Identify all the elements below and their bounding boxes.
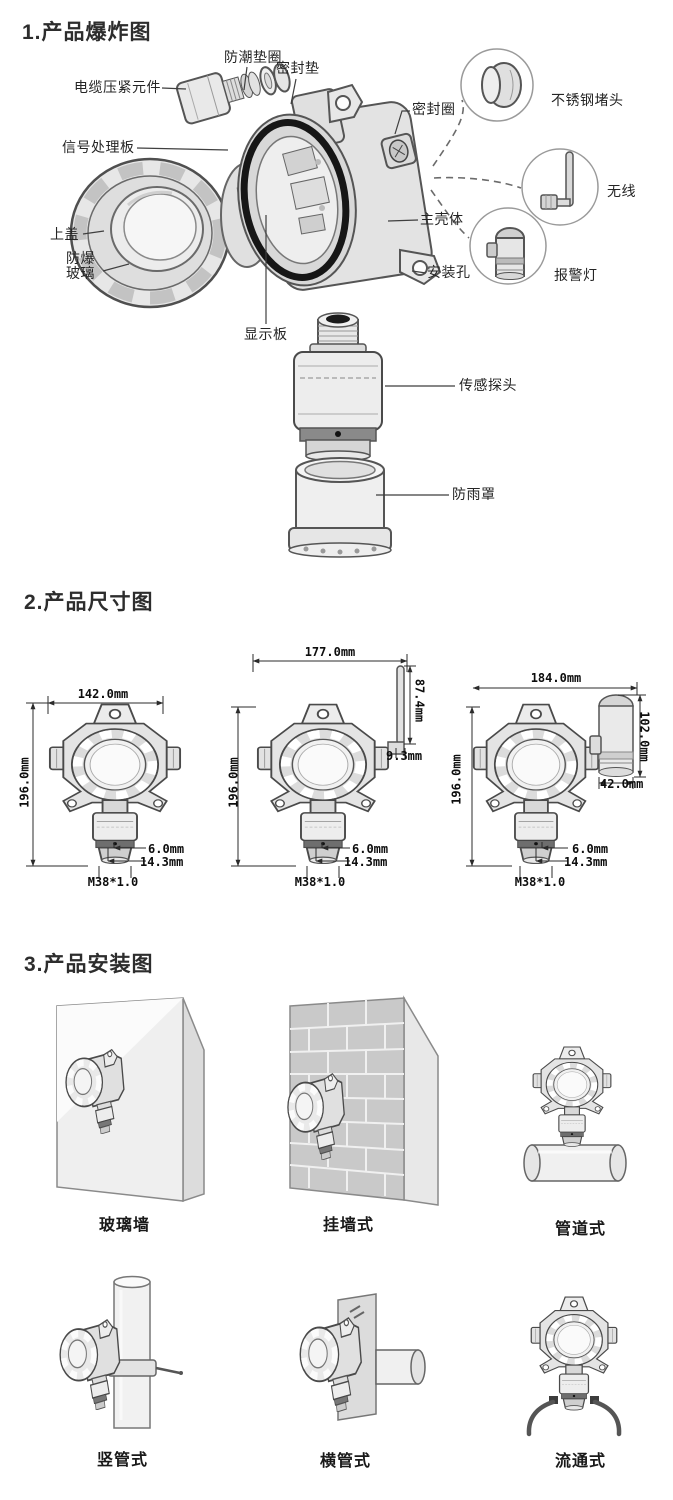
dim-probe-height-2: 14.3mm [344, 855, 388, 869]
caption-pipeline: 管道式 [555, 1221, 607, 1238]
label-main-housing: 主壳体 [420, 211, 464, 227]
label-display-board: 显示板 [244, 326, 288, 342]
dim-light-width: 42.0mm [600, 777, 644, 791]
label-alarm-light: 报警灯 [554, 267, 598, 283]
dim-height-1: 196.0mm [17, 757, 32, 808]
label-leader-lines [82, 66, 455, 496]
caption-vertical-pipe: 竖管式 [97, 1452, 149, 1469]
dim-probe-step-2: 6.0mm [352, 842, 389, 856]
dim-height-2: 196.0mm [226, 757, 241, 808]
dim-thread-1: M38*1.0 [87, 875, 139, 889]
section-title-installation: 3.产品安装图 [24, 953, 154, 976]
dim-width-1: 142.0mm [77, 687, 129, 701]
label-signal-board: 信号处理板 [62, 139, 135, 155]
dim-probe-step-1: 6.0mm [148, 842, 185, 856]
dim-height-3: 196.0mm [449, 754, 464, 805]
dim-thread-3: M38*1.0 [514, 875, 566, 889]
installation-figure-brick-wall [288, 995, 439, 1206]
dimension-drawing-alarm-light [466, 682, 646, 878]
dimension-drawing-wireless [231, 654, 416, 878]
exploded-drawing [69, 48, 599, 558]
installation-figure-glass-wall [56, 997, 205, 1203]
installation-figure-horizontal-pipe [300, 1293, 426, 1421]
label-seal-pad: 密封垫 [276, 60, 320, 76]
dim-antenna-offset: 9.3mm [386, 749, 423, 763]
label-top-cover: 上盖 [50, 226, 79, 242]
sensor-probe-figure [293, 312, 383, 462]
caption-horizontal-pipe: 横管式 [320, 1453, 372, 1470]
option-callouts [460, 48, 599, 285]
label-cable-gland: 电缆压紧元件 [74, 79, 161, 95]
dim-width-3: 184.0mm [530, 671, 582, 685]
label-moisture-gasket: 防潮垫圈 [224, 49, 282, 65]
label-seal-ring: 密封圈 [412, 101, 456, 117]
caption-flow-through: 流通式 [555, 1453, 607, 1470]
installation-figure-flow-through [526, 1297, 622, 1437]
label-wireless: 无线 [607, 183, 636, 199]
dim-probe-height-3: 14.3mm [564, 855, 608, 869]
label-sensor-probe: 传感探头 [459, 377, 517, 393]
label-rain-cover: 防雨罩 [452, 486, 496, 502]
section-title-exploded: 1.产品爆炸图 [22, 21, 152, 44]
dim-width-2: 177.0mm [304, 645, 356, 659]
label-explosion-proof-glass: 防爆玻璃 [66, 250, 95, 281]
section-title-dimensions: 2.产品尺寸图 [24, 591, 154, 614]
dim-light-height: 102.0mm [637, 711, 652, 762]
dim-probe-height-1: 14.3mm [140, 855, 184, 869]
callout-leader-lines [430, 99, 522, 239]
installation-figure-pipeline [523, 1047, 627, 1182]
caption-glass-wall: 玻璃墙 [99, 1217, 151, 1234]
dim-antenna-height: 87.4mm [412, 678, 427, 723]
installation-figure-vertical-pipe [60, 1275, 183, 1429]
label-stainless-plug: 不锈钢堵头 [551, 92, 624, 108]
caption-wall-mounted: 挂墙式 [323, 1217, 375, 1234]
dim-thread-2: M38*1.0 [294, 875, 346, 889]
dimension-drawing-standard [26, 696, 180, 878]
rain-cover-figure [288, 457, 392, 558]
dim-probe-step-3: 6.0mm [572, 842, 609, 856]
label-mounting-hole: 安装孔 [427, 264, 471, 280]
